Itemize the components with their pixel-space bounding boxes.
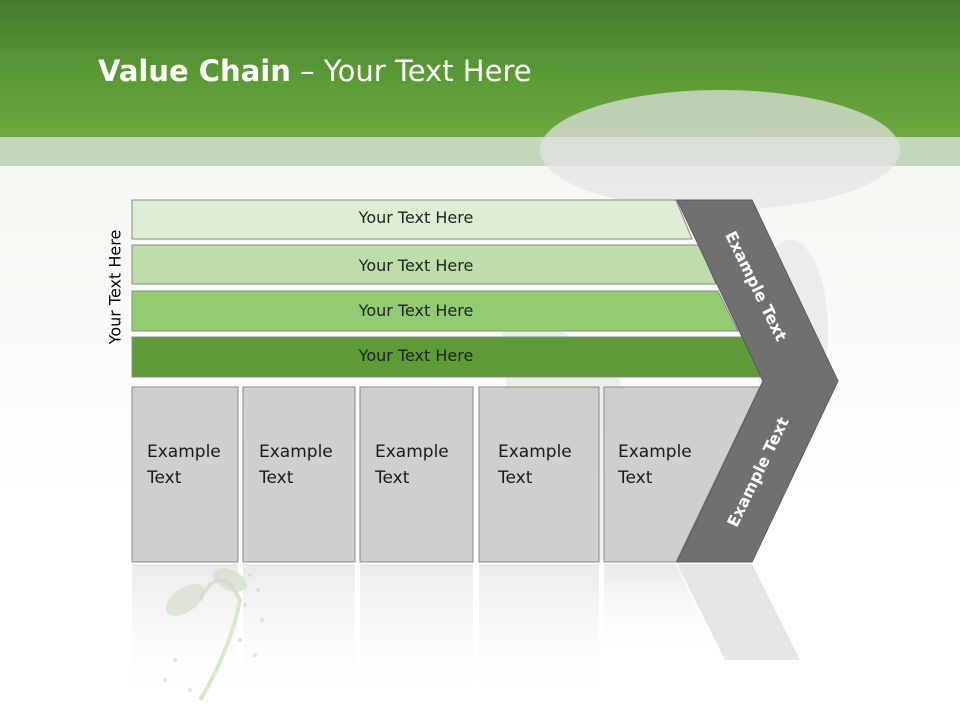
- cell-5-shape: [603, 386, 761, 563]
- cell-3-line2: Text: [375, 468, 410, 488]
- cell-3-shape: [359, 386, 474, 563]
- cell-2-line1: Example: [259, 442, 333, 462]
- cell-2-shape: [242, 386, 356, 563]
- cell-5-line1: Example: [618, 442, 692, 462]
- cell-5-line2: Text: [618, 468, 653, 488]
- cell-3-line1: Example: [375, 442, 449, 462]
- bar-2-label: Your Text Here: [358, 256, 474, 275]
- bar-1-label: Your Text Here: [358, 208, 474, 227]
- bar-1-shape: [131, 199, 693, 240]
- cell-2-line2: Text: [259, 468, 294, 488]
- slide-title: Value Chain – Your Text Here: [98, 54, 532, 88]
- cell-4-line1: Example: [498, 442, 572, 462]
- bar-4-label: Your Text Here: [358, 346, 474, 365]
- chevron-shape: [676, 199, 839, 563]
- bar-3-shape: [131, 290, 739, 332]
- cell-4-line2: Text: [498, 468, 533, 488]
- title-bold: Value Chain: [98, 54, 291, 88]
- bar-3-label: Your Text Here: [358, 301, 474, 320]
- cell-1-line1: Example: [147, 442, 221, 462]
- cell-1-shape: [131, 386, 239, 563]
- bar-2-shape: [131, 244, 717, 285]
- cell-1-line2: Text: [147, 468, 182, 488]
- title-rest: – Your Text Here: [290, 54, 532, 88]
- cell-4-shape: [478, 386, 600, 563]
